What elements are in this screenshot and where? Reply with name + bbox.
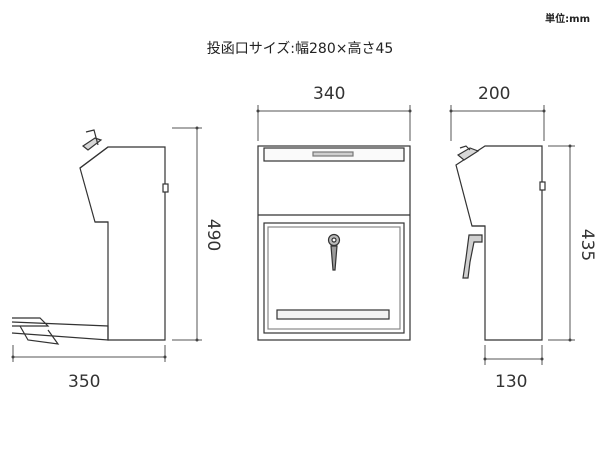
right-height-dim-line bbox=[548, 144, 575, 342]
left-side-view bbox=[11, 129, 169, 345]
front-view bbox=[257, 145, 411, 341]
right-depth-dim-line bbox=[483, 345, 544, 365]
front-width-label: 340 bbox=[313, 84, 346, 104]
mail-slot-size-title: 投函口サイズ:幅280×高さ45 bbox=[206, 41, 394, 57]
left-depth-dim-line bbox=[11, 345, 167, 362]
right-depth-label: 130 bbox=[495, 372, 528, 392]
front-height-label: 490 bbox=[203, 218, 224, 252]
unit-label: 単位:mm bbox=[545, 14, 590, 25]
side-height-label: 435 bbox=[577, 228, 598, 262]
side-top-width-label: 200 bbox=[478, 84, 511, 104]
right-top-dim-line bbox=[449, 105, 546, 141]
right-side-view bbox=[455, 145, 546, 341]
front-width-dim-line bbox=[256, 105, 412, 141]
left-height-dim-line bbox=[172, 126, 202, 342]
left-depth-label: 350 bbox=[68, 372, 101, 392]
